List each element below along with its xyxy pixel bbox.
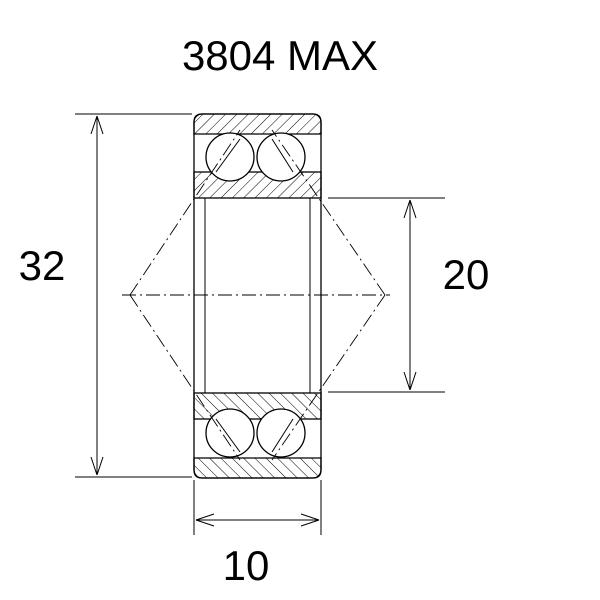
dimension-outer bbox=[75, 113, 192, 478]
outer-ring-bottom bbox=[193, 457, 322, 479]
contact-angle-lines bbox=[122, 129, 390, 461]
width-label: 10 bbox=[222, 542, 270, 589]
ball bbox=[256, 408, 306, 458]
outer-diameter-label: 32 bbox=[18, 242, 66, 289]
outer-ring-top bbox=[193, 113, 322, 135]
ball bbox=[256, 132, 306, 182]
dimension-width bbox=[193, 480, 322, 535]
ball bbox=[205, 132, 255, 182]
inner-ring-bottom bbox=[193, 392, 322, 420]
ball bbox=[205, 408, 255, 458]
inner-diameter-label: 20 bbox=[442, 251, 490, 298]
title: 3804 MAX bbox=[181, 32, 379, 79]
dimension-inner bbox=[328, 197, 445, 393]
inner-ring-top bbox=[193, 171, 322, 199]
